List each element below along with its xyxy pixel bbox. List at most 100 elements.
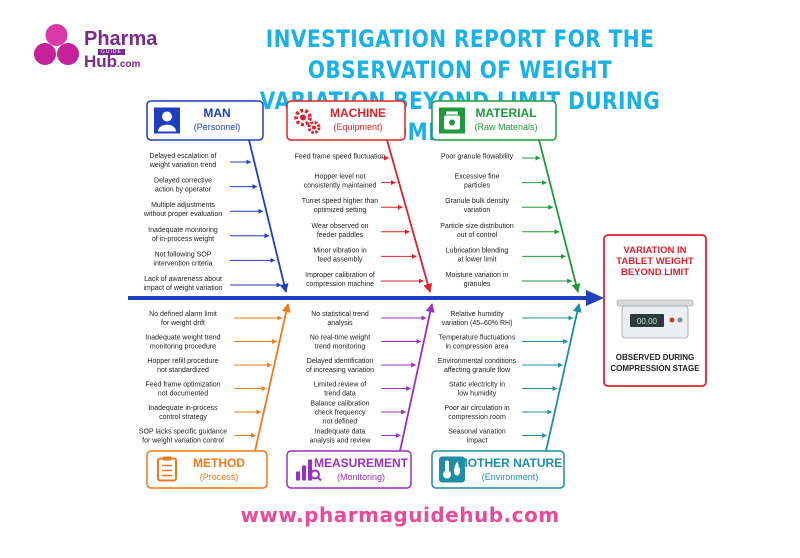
cause-text-line: of increasing variation — [306, 367, 374, 374]
logo-text-hub-word: Hub — [84, 52, 118, 71]
man-title: MAN — [203, 106, 230, 120]
category-machine: MACHINE(Equipment)Feed frame speed fluct… — [286, 100, 433, 293]
category-man: MAN(Personnel)Delayed escalation ofweigh… — [143, 100, 289, 293]
man-bone — [248, 139, 289, 293]
category-method: METHOD (Process) No defined alarm limit for… — [139, 303, 291, 489]
cause-text-line: Delayed escalation of — [150, 153, 217, 160]
nature-cause-2: Temperature fluctuations in compression a… — [439, 335, 569, 351]
effect-title-line: VARIATION IN — [624, 245, 687, 256]
category-nature: MOTHER NATURE(Environment)Relative humid… — [431, 303, 582, 489]
cause-text-line: Feed frame speed fluctuation — [295, 154, 386, 161]
cause-text-line: Inadequate weight trend — [145, 335, 220, 342]
nature-cause-1: Relative humidity variation (45–60% RH) — [442, 311, 574, 327]
measurement-bone — [399, 303, 435, 452]
cause-text-line: No defined alarm limit — [149, 311, 217, 318]
cause-text-line: Turret speed higher than — [302, 198, 379, 205]
cause-text-line: Lubrication blending — [446, 247, 509, 254]
cause-text-line: Particle size distribution — [440, 223, 514, 230]
cause-text-line: impact — [467, 438, 488, 445]
cause-text-line: variation (45–60% RH) — [442, 320, 513, 327]
cause-text-line: Relative humidity — [450, 311, 504, 318]
material-jar-icon — [439, 107, 465, 134]
cause-text-line: low humidity — [458, 391, 497, 398]
cause-text-line: SOP lacks specific guidance — [139, 429, 227, 436]
cause-text-line: Lack of awareness about — [144, 276, 222, 283]
cause-text-line: Improper calibration of — [305, 272, 375, 279]
cause-text-line: compression room — [448, 414, 506, 421]
person-icon — [154, 107, 180, 134]
machine-title: MACHINE — [330, 106, 386, 120]
cause-text-line: analysis and review — [309, 438, 371, 445]
nature-cause-5: Poor air circulation in compression room — [444, 405, 553, 421]
cause-text-line: Seasonal variation — [448, 429, 506, 436]
nature-cause-6: Seasonal variation impact — [448, 429, 547, 445]
fishbone-diagram: MAN(Personnel)Delayed escalation ofweigh… — [128, 100, 707, 489]
cause-text-line: No real-time weight — [310, 335, 370, 342]
cause-text-line: Temperature fluctuations — [439, 335, 516, 342]
chart-magnifier-icon — [296, 459, 322, 482]
machine-bone — [386, 139, 433, 293]
method-cause-1: No defined alarm limit for weight drift — [149, 311, 283, 327]
cause-text-line: Minor vibration in — [313, 247, 366, 254]
cause-text-line: Environmental conditions — [438, 358, 517, 365]
nature-title: MOTHER NATURE — [458, 456, 562, 470]
gears-icon — [294, 108, 321, 134]
cause-text-line: Poor air circulation in — [444, 405, 509, 412]
method-cause-4: Feed frame optimization not documented — [145, 382, 267, 398]
logo-text-pharma: Pharma — [84, 28, 158, 50]
category-material: MATERIAL(Raw Materials)Poor granule flow… — [431, 100, 581, 293]
cause-text-line: compression machine — [306, 281, 374, 288]
clipboard-icon — [157, 456, 177, 482]
material-bone — [538, 139, 581, 293]
cause-text-line: consistently maintained — [304, 183, 377, 190]
cause-text-line: feeder paddles — [317, 232, 364, 239]
method-header-box — [146, 450, 268, 489]
cause-text-line: No statistical trend — [311, 311, 369, 318]
cause-text-line: Poor granule flowability — [441, 154, 514, 161]
cause-text-line: Not following SOP — [155, 251, 212, 258]
method-cause-2: Inadequate weight trend monitoring proced… — [145, 335, 278, 351]
cause-text-line: Inadequate monitoring — [148, 227, 218, 234]
cause-text-line: monitoring procedure — [150, 344, 216, 351]
method-title: METHOD — [193, 456, 245, 470]
footer-url[interactable]: www.pharmaguidehub.com — [240, 503, 560, 527]
cause-text-line: trend monitoring — [315, 344, 366, 351]
cause-text-line: not documented — [158, 391, 208, 398]
cause-text-line: control strategy — [159, 414, 207, 421]
thermometer-drop-icon — [439, 456, 465, 483]
cause-text-line: for weight variation control — [142, 438, 224, 445]
cause-text-line: Balance calibration — [310, 401, 369, 408]
machine-cause-5: Minor vibration in feed assembly — [313, 247, 417, 263]
cause-text-line: feed assembly — [317, 256, 363, 263]
title-line-1: INVESTIGATION REPORT FOR THE OBSERVATION… — [265, 25, 655, 84]
effect-observed-line: OBSERVED DURING — [616, 353, 695, 362]
cause-text-line: in compression area — [445, 344, 508, 351]
pharmaguidehub-logo: Pharma GUIDE Hub.com — [32, 24, 162, 72]
effect-title-line: BEYOND LIMIT — [621, 267, 689, 278]
page-title: INVESTIGATION REPORT FOR THE OBSERVATION… — [212, 24, 708, 148]
logo-text-domain: .com — [117, 59, 141, 70]
cause-text-line: granules — [464, 281, 491, 288]
cause-text-line: for weight drift — [161, 320, 205, 327]
method-subtitle: (Process) — [200, 472, 239, 482]
measurement-subtitle: (Monitoring) — [337, 472, 385, 482]
balance-scale-icon: 00.00 — [616, 299, 694, 339]
categories-layer: MAN(Personnel)Delayed escalation ofweigh… — [139, 100, 582, 489]
cause-text-line: Feed frame optimization — [145, 382, 220, 389]
spine-arrow-head — [586, 290, 604, 306]
cause-text-line: analysis — [327, 320, 353, 327]
cause-text-line: check frequency — [315, 410, 366, 417]
cause-text-line: Limited review of — [314, 382, 367, 389]
cause-text-line: Multiple adjustments — [151, 202, 215, 209]
cause-text-line: trend data — [324, 391, 356, 398]
cause-text-line: Moisture variation in — [446, 272, 509, 279]
machine-cause-6: Improper calibration of compression machi… — [305, 272, 424, 288]
